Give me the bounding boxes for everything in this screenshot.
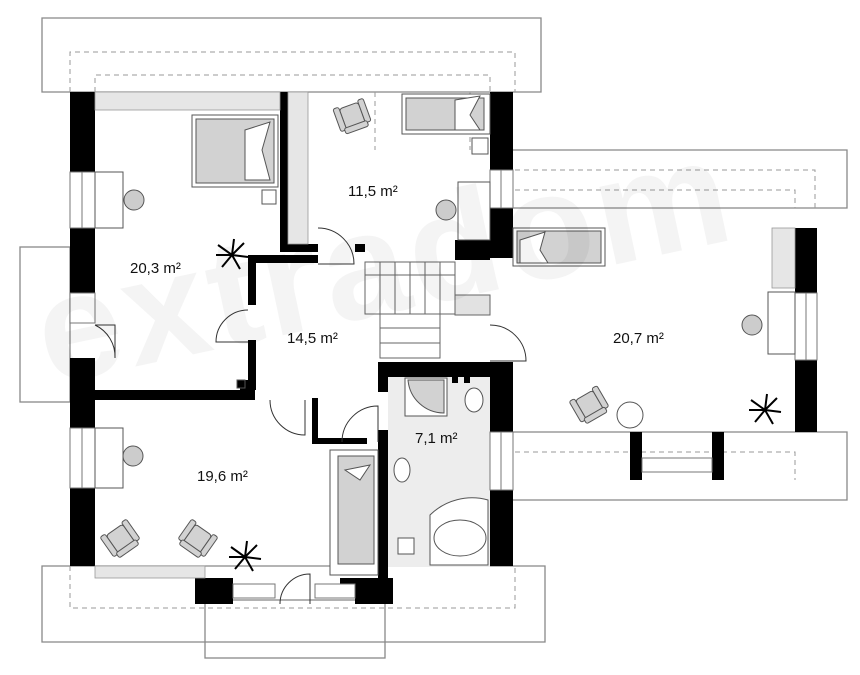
roof-dashed-lines [69,51,816,609]
room-area-label: 19,6 m² [197,468,248,485]
plant-icon [216,238,782,572]
room-area-label: 20,3 m² [130,260,181,277]
furniture [94,93,796,576]
windows [69,169,818,599]
wall-finishes [94,91,796,579]
room-area-label: 20,7 m² [613,330,664,347]
doors [94,227,527,605]
room-area-label: 14,5 m² [287,330,338,347]
exterior-walls [70,92,817,604]
staircase [364,261,491,359]
room-area-label: 7,1 m² [415,430,458,447]
room-area-label: 11,5 m² [348,183,398,200]
